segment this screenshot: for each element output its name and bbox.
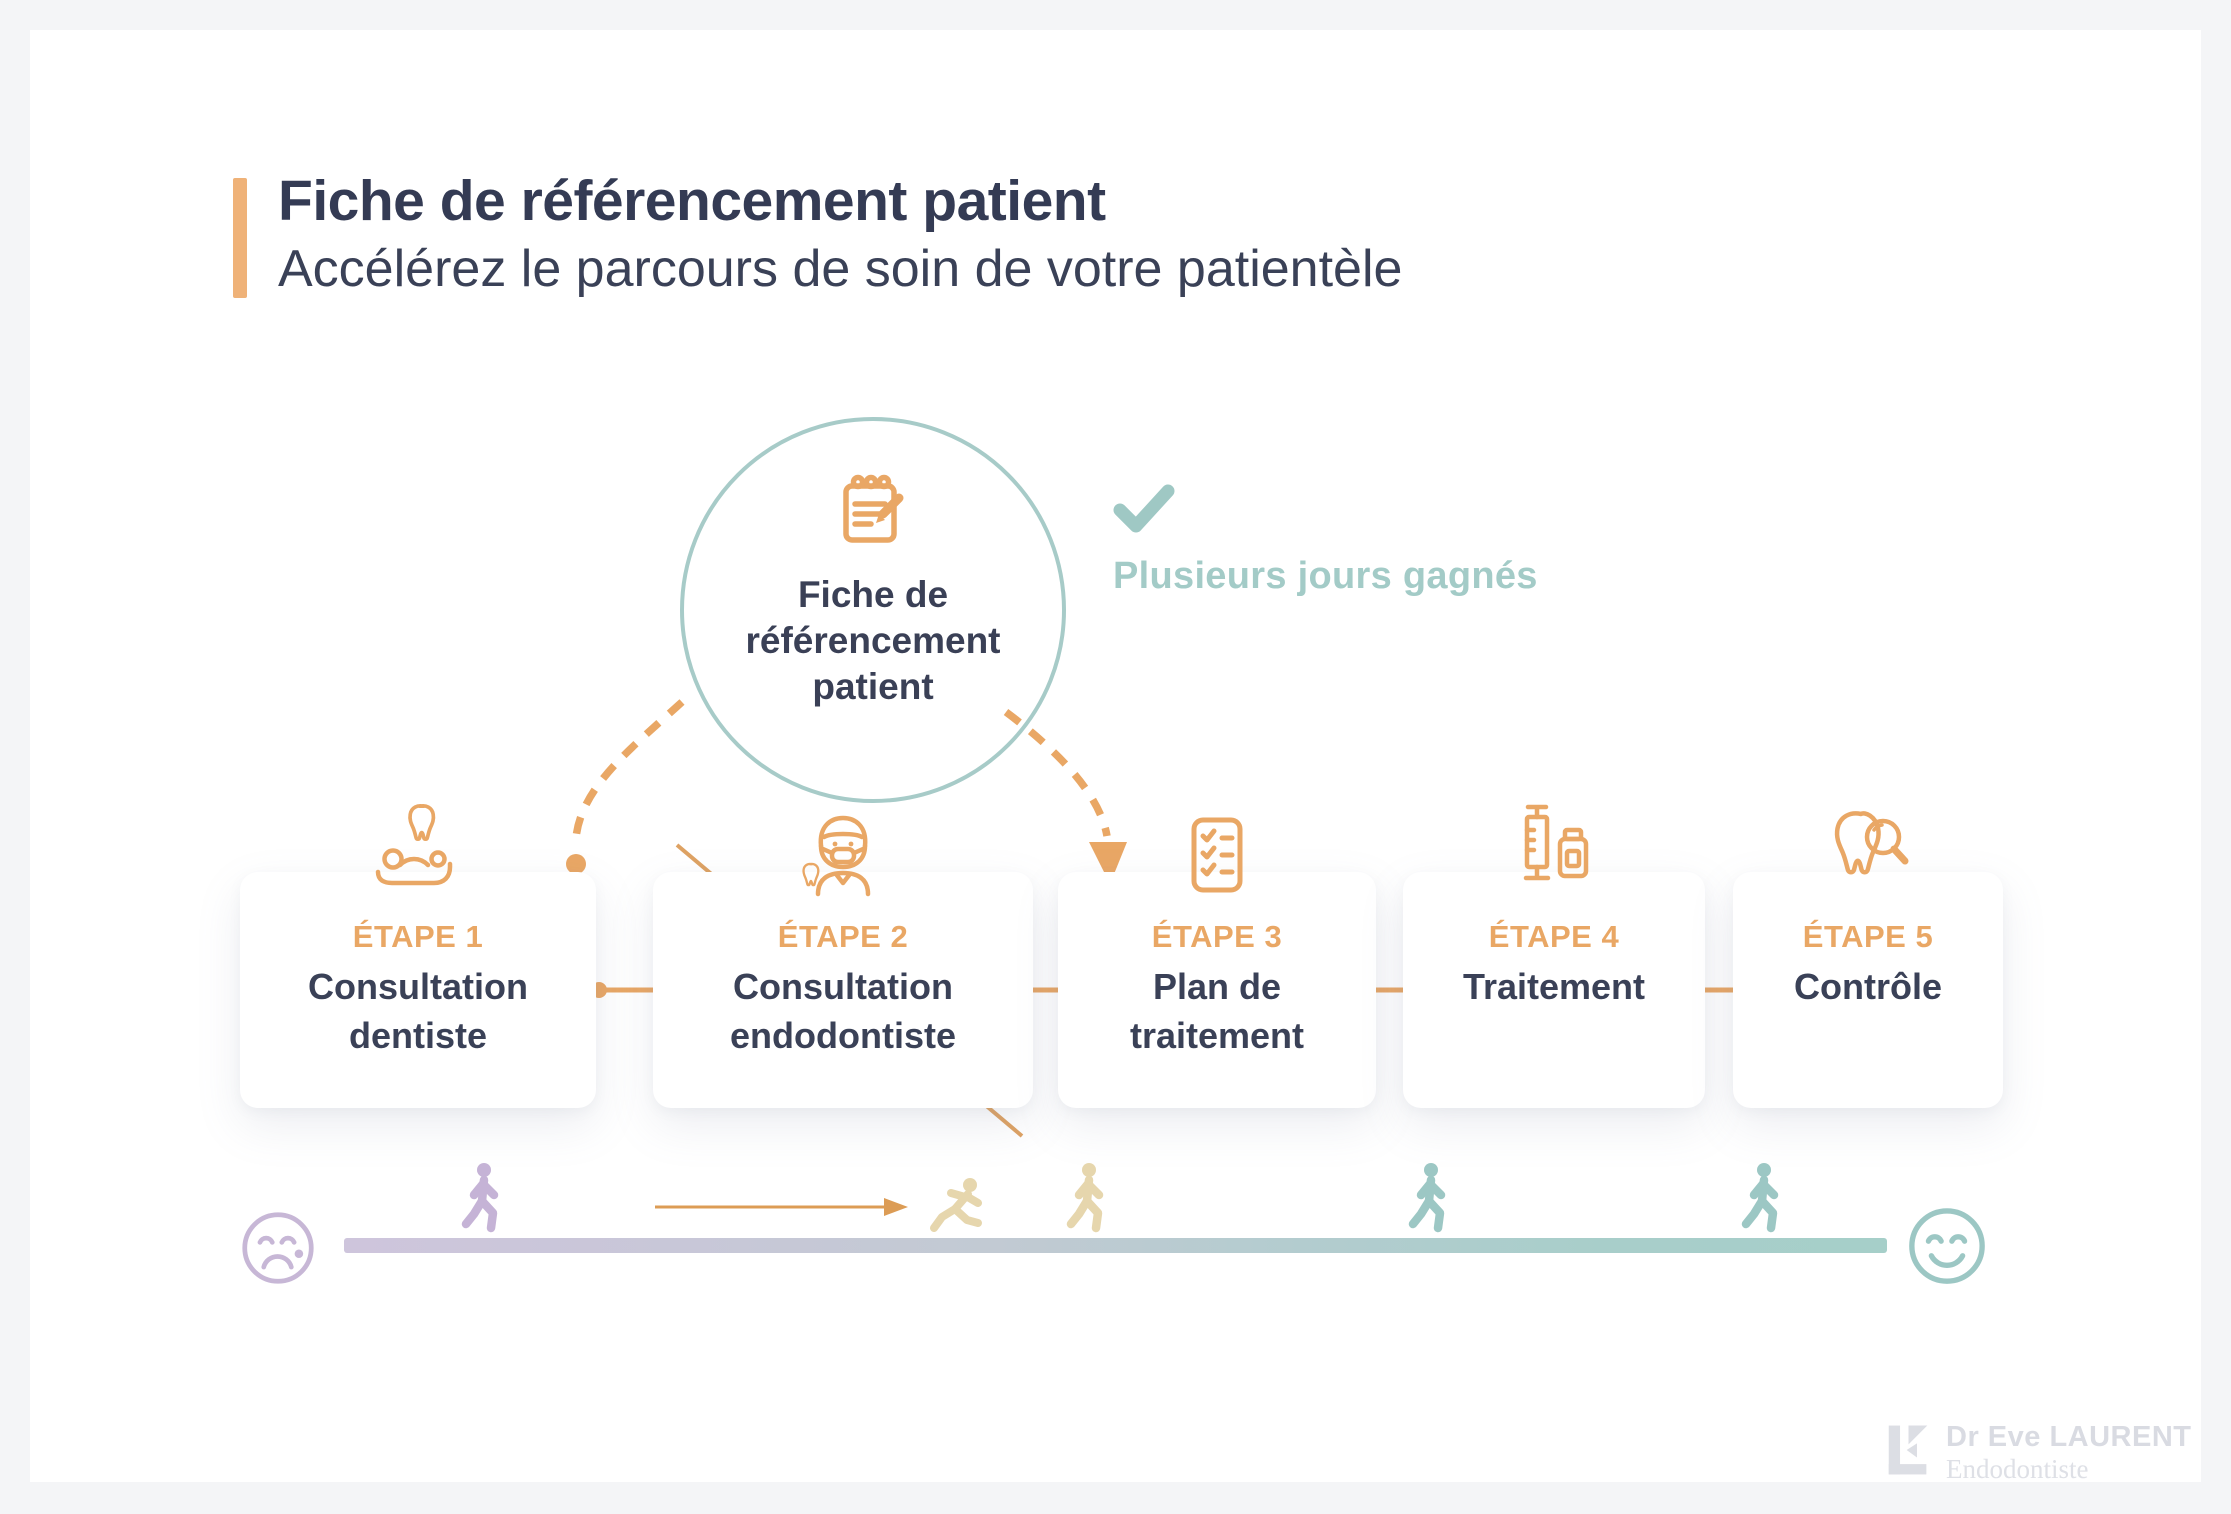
step-card-1: ÉTAPE 1 Consultation dentiste	[240, 872, 596, 1108]
dentist-mask-icon	[802, 815, 871, 897]
step-card-3: ÉTAPE 3 Plan de traitement	[1058, 872, 1376, 1108]
syringe-medicine-icon	[1523, 804, 1589, 881]
step-title: Consultation dentiste	[308, 966, 528, 1056]
title-accent-bar	[233, 178, 247, 298]
tooth-magnifier-icon	[1834, 811, 1909, 875]
step-card-2: ÉTAPE 2 Consultation endodontiste	[653, 872, 1033, 1108]
walking-person-teal-icon	[1741, 1163, 1779, 1233]
dental-chair-patient-icon	[375, 804, 453, 886]
walking-person-teal-icon	[1408, 1163, 1446, 1233]
sad-face-icon	[242, 1212, 314, 1284]
page-background: Fiche de référencement patient Accélérez…	[30, 30, 2201, 1484]
running-person-tan-icon	[930, 1178, 982, 1232]
benefit-block: Plusieurs jours gagnés	[1113, 482, 1538, 598]
page-subtitle: Accélérez le parcours de soin de votre p…	[278, 240, 1403, 298]
step-title: Contrôle	[1794, 966, 1942, 1007]
page-title: Fiche de référencement patient	[278, 169, 1106, 233]
benefit-label: Plusieurs jours gagnés	[1113, 555, 1538, 597]
step-title: Traitement	[1462, 966, 1646, 1007]
header: Fiche de référencement patient Accélérez…	[233, 170, 1402, 298]
notepad-pencil-icon	[843, 474, 904, 543]
step-label: ÉTAPE 2	[777, 919, 909, 954]
step-label: ÉTAPE 1	[352, 919, 484, 954]
step-title: Plan de traitement	[1129, 966, 1305, 1056]
step-title: Consultation endodontiste	[730, 966, 956, 1056]
timeline-bar	[344, 1238, 1887, 1253]
check-icon	[1113, 484, 1175, 533]
logo-doctor-name: Dr Eve LAURENT	[1946, 1421, 2192, 1453]
brand-logo: Dr Eve LAURENT Endodontiste	[1885, 1421, 2192, 1484]
referral-sheet-circle: Fiche de référencement patient	[680, 417, 1066, 803]
logo-specialty: Endodontiste	[1946, 1454, 2089, 1484]
logo-mark	[1888, 1425, 1928, 1475]
step-label: ÉTAPE 4	[1488, 919, 1620, 954]
step-card-4: ÉTAPE 4 Traitement	[1403, 872, 1705, 1108]
happy-face-icon	[1909, 1208, 1985, 1284]
checklist-icon	[1191, 817, 1243, 893]
walking-person-purple-icon	[461, 1163, 499, 1233]
step-label: ÉTAPE 3	[1151, 919, 1283, 954]
walking-person-tan-icon	[1066, 1163, 1104, 1233]
step-label: ÉTAPE 5	[1802, 919, 1934, 954]
referral-sheet-label: Fiche de référencement patient	[745, 574, 1001, 707]
step-card-5: ÉTAPE 5 Contrôle	[1733, 872, 2003, 1108]
